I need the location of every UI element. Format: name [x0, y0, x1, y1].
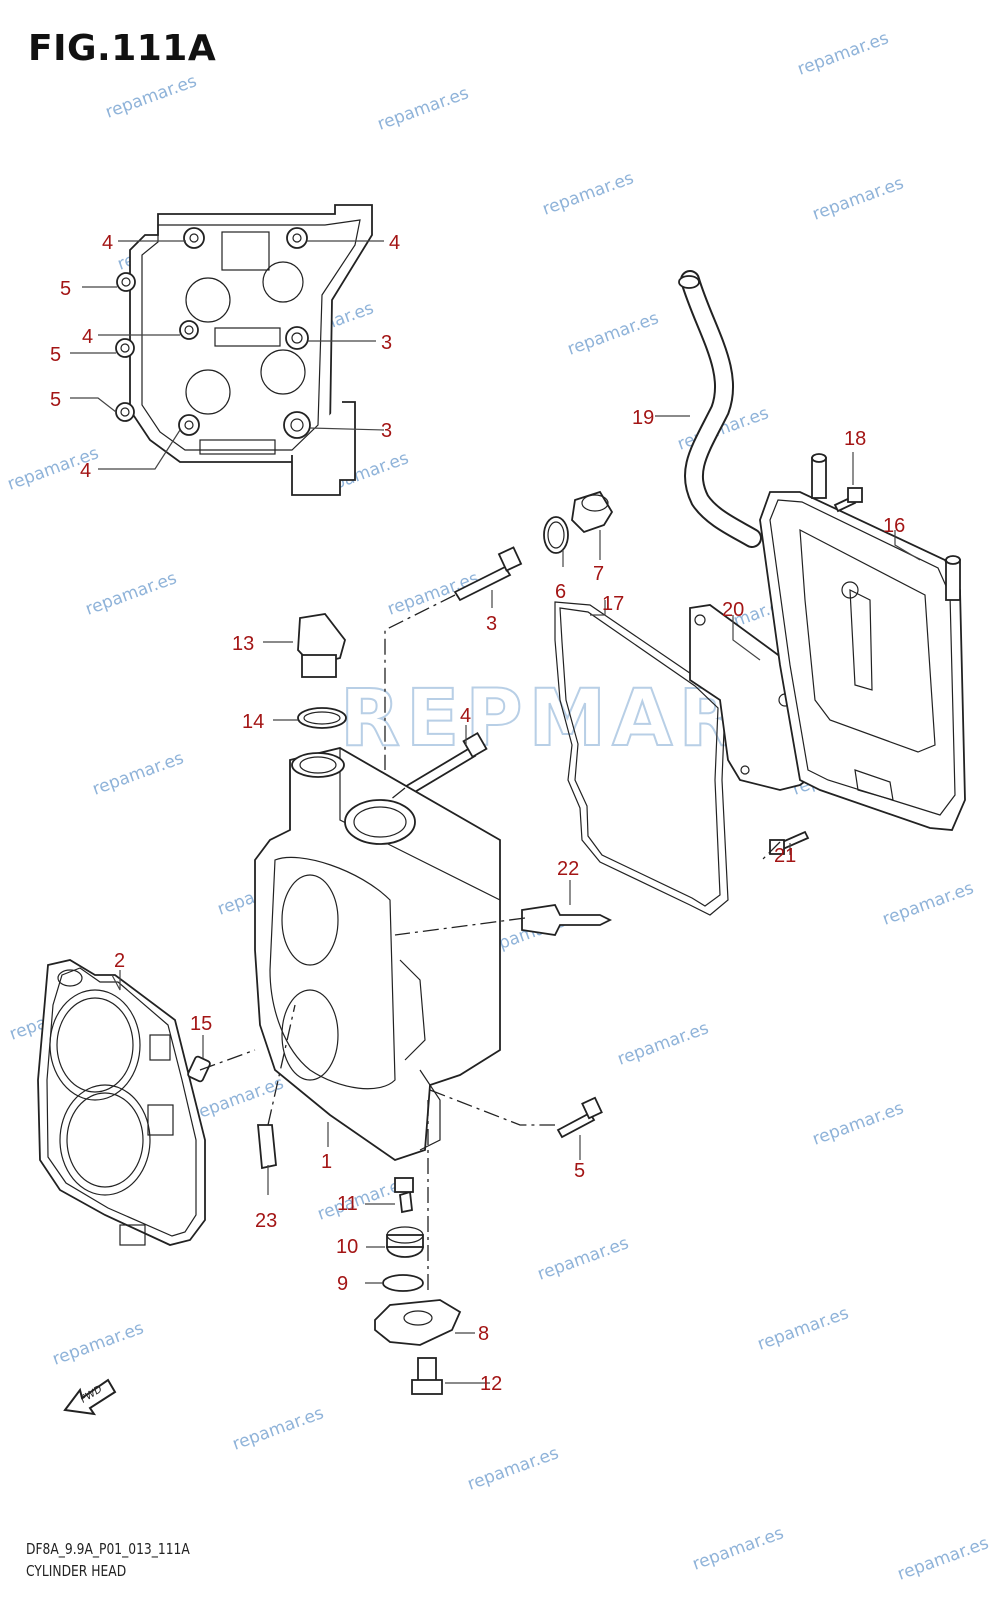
watermark-text: repamar.es: [810, 1098, 907, 1149]
callout-3: 3: [381, 420, 392, 442]
bolts: [401, 487, 863, 1139]
oil-filler-cap: [297, 613, 347, 729]
forward-direction-arrow: FWD: [63, 1378, 117, 1416]
callout-10: 10: [336, 1236, 358, 1258]
callout-6: 6: [555, 581, 566, 603]
callout-4: 4: [82, 326, 93, 348]
callout-19: 19: [632, 407, 654, 429]
breather-hose: [678, 270, 762, 548]
dowel-pin: [187, 1055, 211, 1083]
leader-lines: [70, 240, 921, 1384]
callout-1: 1: [321, 1151, 332, 1173]
diagram-name: CYLINDER HEAD: [26, 1562, 127, 1580]
callout-4: 4: [389, 232, 400, 254]
watermark-text: repamar.es: [565, 308, 662, 359]
anode-parts: [374, 1177, 462, 1395]
callout-3: 3: [486, 613, 497, 635]
callout-5: 5: [50, 389, 61, 411]
callout-3: 3: [381, 332, 392, 354]
head-top-view-inset: [115, 204, 373, 496]
callout-21: 21: [774, 845, 796, 867]
diagram-code: DF8A_9.9A_P01_013_111A: [26, 1540, 190, 1558]
callout-4: 4: [460, 705, 471, 727]
watermark-text: repamar.es: [375, 83, 472, 134]
head-gasket: [37, 959, 206, 1246]
callout-9: 9: [337, 1273, 348, 1295]
callout-17: 17: [602, 593, 624, 615]
callout-23: 23: [255, 1210, 277, 1232]
watermark-text: repamar.es: [755, 1303, 852, 1354]
callout-5: 5: [574, 1160, 585, 1182]
watermark-logo: REPMAR: [340, 674, 745, 764]
watermark-text: repamar.es: [880, 878, 977, 929]
watermark-text: repamar.es: [103, 71, 200, 122]
figure-title: FIG.111A: [28, 28, 217, 69]
watermark-text: repamar.es: [90, 748, 187, 799]
callout-13: 13: [232, 633, 254, 655]
head-cover: [759, 453, 966, 831]
callout-4: 4: [102, 232, 113, 254]
callout-8: 8: [478, 1323, 489, 1345]
assembly-lines: [199, 594, 781, 1295]
callout-5: 5: [50, 344, 61, 366]
watermark-text: repamar.es: [810, 173, 907, 224]
watermark-text: repamar.es: [50, 1318, 147, 1369]
callout-12: 12: [480, 1373, 502, 1395]
callout-4: 4: [80, 460, 91, 482]
cylinder-head: [254, 747, 501, 1161]
watermark-text: repamar.es: [190, 1073, 287, 1124]
watermark-text: repamar.es: [83, 568, 180, 619]
sleeve: [257, 1124, 277, 1170]
callout-18: 18: [844, 428, 866, 450]
callout-11: 11: [337, 1193, 358, 1215]
watermark-text: repamar.es: [615, 1018, 712, 1069]
watermark-text: repamar.es: [690, 1523, 787, 1574]
callout-20: 20: [722, 599, 744, 621]
callout-5: 5: [60, 278, 71, 300]
watermark-text: repamar.es: [535, 1233, 632, 1284]
callout-2: 2: [114, 950, 125, 972]
watermark-text: repamar.es: [795, 28, 892, 79]
callout-14: 14: [242, 711, 264, 733]
callout-22: 22: [557, 858, 579, 880]
cap-o-ring: [297, 707, 347, 729]
watermark-text: repamar.es: [540, 168, 637, 219]
watermark-text: repamar.es: [230, 1403, 327, 1454]
watermark-text: repamar.es: [895, 1533, 992, 1584]
spark-plug: [521, 904, 613, 936]
watermark-text: repamar.es: [465, 1443, 562, 1494]
oil-plug-parts: [543, 490, 614, 554]
callout-16: 16: [883, 515, 905, 537]
callout-15: 15: [190, 1013, 212, 1035]
separator-plate: [689, 604, 822, 791]
callout-labels: 4 4 5 4 3 5 5 3 4 19 18 16 7 6 17 20 3 1…: [50, 232, 905, 1395]
callout-7: 7: [593, 563, 604, 585]
